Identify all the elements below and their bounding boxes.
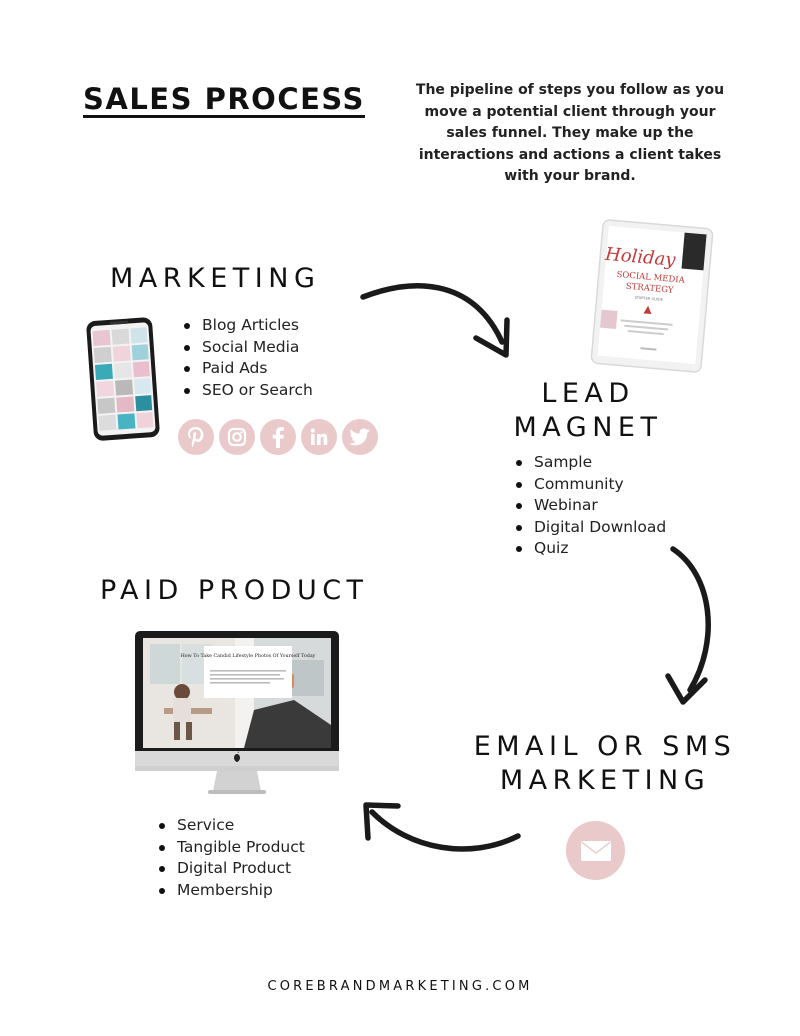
pinterest-icon[interactable] <box>178 419 214 455</box>
screen-heading: How To Take Candid Lifestyle Photos Of Y… <box>181 653 316 659</box>
list-item: Digital Product <box>157 858 305 880</box>
desktop-monitor-mockup: How To Take Candid Lifestyle Photos Of Y… <box>135 631 339 794</box>
list-item: Blog Articles <box>182 315 313 337</box>
list-item: SEO or Search <box>182 380 313 402</box>
list-item: Paid Ads <box>182 358 313 380</box>
intro-text: The pipeline of steps you follow as you … <box>415 82 725 184</box>
email-sms-title: EMAIL OR SMS MARKETING <box>467 730 743 798</box>
email-sms-title-line2: MARKETING <box>499 765 711 796</box>
page-title: SALES PROCESS <box>83 82 365 118</box>
paid-product-list: Service Tangible Product Digital Product… <box>157 815 305 901</box>
marketing-title: MARKETING <box>110 263 321 294</box>
lead-magnet-list: Sample Community Webinar Digital Downloa… <box>514 452 666 560</box>
list-item: Service <box>157 815 305 837</box>
list-item: Webinar <box>514 495 666 517</box>
facebook-icon[interactable] <box>260 419 296 455</box>
marketing-list: Blog Articles Social Media Paid Ads SEO … <box>182 315 313 401</box>
list-item: Membership <box>157 880 305 902</box>
list-item: Quiz <box>514 538 666 560</box>
email-sms-title-line1: EMAIL OR SMS <box>473 731 737 762</box>
ebook-line2: STRATEGY <box>625 282 674 296</box>
list-item: Digital Download <box>514 517 666 539</box>
social-icons <box>178 419 378 455</box>
linkedin-icon[interactable] <box>301 419 337 455</box>
list-item: Tangible Product <box>157 837 305 859</box>
list-item: Social Media <box>182 337 313 359</box>
instagram-icon[interactable] <box>219 419 255 455</box>
ebook-tablet-mockup: Holiday SOCIAL MEDIA STRATEGY STARTER GU… <box>590 219 714 373</box>
phone-mockup <box>86 317 160 441</box>
lead-magnet-title: LEAD MAGNET <box>510 377 666 445</box>
list-item: Sample <box>514 452 666 474</box>
lead-magnet-title-line2: MAGNET <box>513 412 663 443</box>
twitter-icon[interactable] <box>342 419 378 455</box>
ebook-line3: STARTER GUIDE <box>634 295 663 302</box>
footer-website: COREBRANDMARKETING.COM <box>267 979 533 994</box>
paid-product-title: PAID PRODUCT <box>100 575 369 606</box>
lead-magnet-title-line1: LEAD <box>541 378 635 409</box>
envelope-icon <box>566 821 625 880</box>
list-item: Community <box>514 474 666 496</box>
